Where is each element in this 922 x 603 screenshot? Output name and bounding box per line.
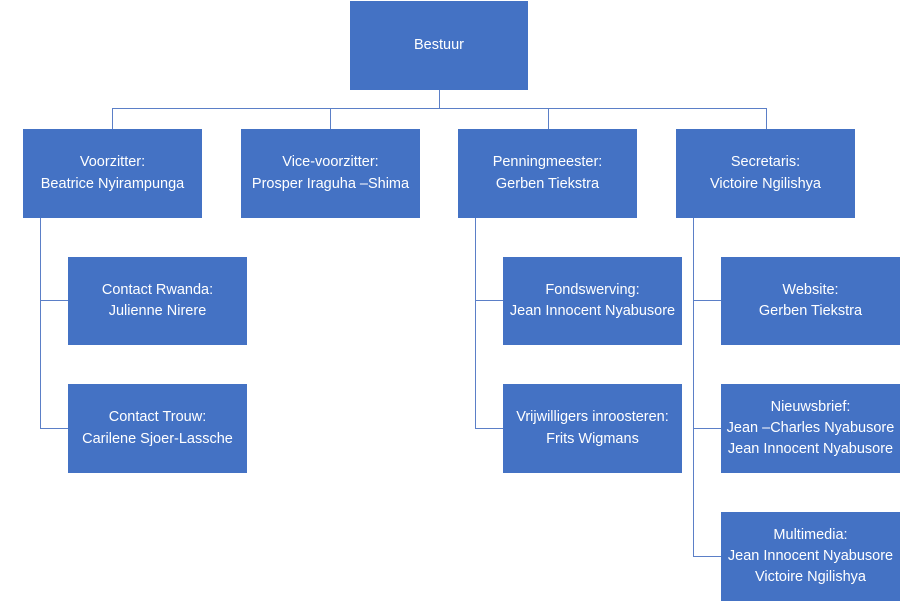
connector-line xyxy=(693,556,721,557)
connector-line xyxy=(693,300,721,301)
connector-line xyxy=(330,108,331,129)
node-line: Voorzitter: xyxy=(79,154,146,171)
node-line: Contact Trouw: xyxy=(108,409,207,426)
node-line: Website: xyxy=(782,281,839,298)
node-contact-rwanda: Contact Rwanda: Julienne Nirere xyxy=(68,257,247,345)
node-voorzitter: Voorzitter: Beatrice Nyirampunga xyxy=(23,129,202,218)
node-nieuwsbrief: Nieuwsbrief: Jean –Charles Nyabusore Jea… xyxy=(721,384,900,473)
node-website: Website: Gerben Tiekstra xyxy=(721,257,900,345)
node-line: Fondswerving: xyxy=(545,281,640,298)
node-line: Victoire Ngilishya xyxy=(755,569,866,585)
node-line: Vrijwilligers inroosteren: xyxy=(516,409,669,426)
node-line: Gerben Tiekstra xyxy=(758,303,863,319)
node-line: Bestuur xyxy=(414,36,464,53)
node-line: Jean –Charles Nyabusore xyxy=(726,419,895,436)
node-line: Contact Rwanda: xyxy=(101,281,214,298)
node-line: Vice-voorzitter: xyxy=(282,154,379,171)
node-line: Carilene Sjoer-Lassche xyxy=(82,430,233,447)
connector-line xyxy=(40,217,41,429)
node-line: Beatrice Nyirampunga xyxy=(40,175,185,192)
node-line: Julienne Nirere xyxy=(108,303,207,319)
node-bestuur: Bestuur xyxy=(350,1,528,90)
node-line: Gerben Tiekstra xyxy=(495,175,600,192)
node-line: Penningmeester: xyxy=(492,154,603,171)
connector-line xyxy=(766,108,767,129)
node-line: Victoire Ngilishya xyxy=(710,175,821,192)
node-secretaris: Secretaris: Victoire Ngilishya xyxy=(676,129,855,218)
node-line: Jean Innocent Nyabusore xyxy=(727,441,894,457)
connector-line xyxy=(475,300,503,301)
connector-line xyxy=(112,108,767,109)
connector-line xyxy=(548,108,549,129)
connector-line xyxy=(693,428,721,429)
node-vrijwilligers: Vrijwilligers inroosteren: Frits Wigmans xyxy=(503,384,682,473)
node-line: Multimedia: xyxy=(773,526,848,543)
connector-line xyxy=(40,428,68,429)
node-line: Jean Innocent Nyabusore xyxy=(509,303,676,319)
node-line: Secretaris: xyxy=(730,154,801,171)
node-line: Nieuwsbrief: xyxy=(770,398,851,415)
connector-line xyxy=(693,217,694,557)
node-line: Jean Innocent Nyabusore xyxy=(727,547,894,564)
connector-line xyxy=(439,89,440,108)
node-fondswerving: Fondswerving: Jean Innocent Nyabusore xyxy=(503,257,682,345)
node-line: Frits Wigmans xyxy=(546,430,639,447)
connector-line xyxy=(40,300,68,301)
node-multimedia: Multimedia: Jean Innocent Nyabusore Vict… xyxy=(721,512,900,601)
connector-line xyxy=(475,428,503,429)
node-vice-voorzitter: Vice-voorzitter: Prosper Iraguha –Shima xyxy=(241,129,420,218)
node-line: Prosper Iraguha –Shima xyxy=(251,175,410,192)
connector-line xyxy=(475,217,476,429)
connector-line xyxy=(112,108,113,129)
node-contact-trouw: Contact Trouw: Carilene Sjoer-Lassche xyxy=(68,384,247,473)
node-penningmeester: Penningmeester: Gerben Tiekstra xyxy=(458,129,637,218)
